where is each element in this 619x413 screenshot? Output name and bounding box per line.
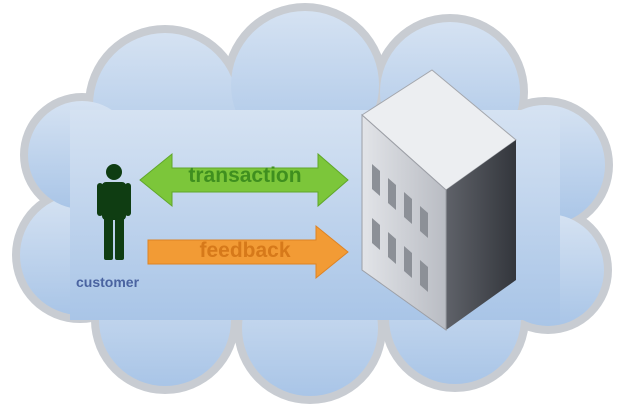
transaction-label: transaction (188, 164, 302, 187)
customer-label: customer (76, 274, 140, 290)
office-building-icon (361, 69, 517, 331)
feedback-arrow (147, 224, 349, 280)
transaction-arrow (139, 152, 349, 208)
person-icon (97, 164, 131, 260)
feedback-label: feedback (199, 239, 291, 262)
